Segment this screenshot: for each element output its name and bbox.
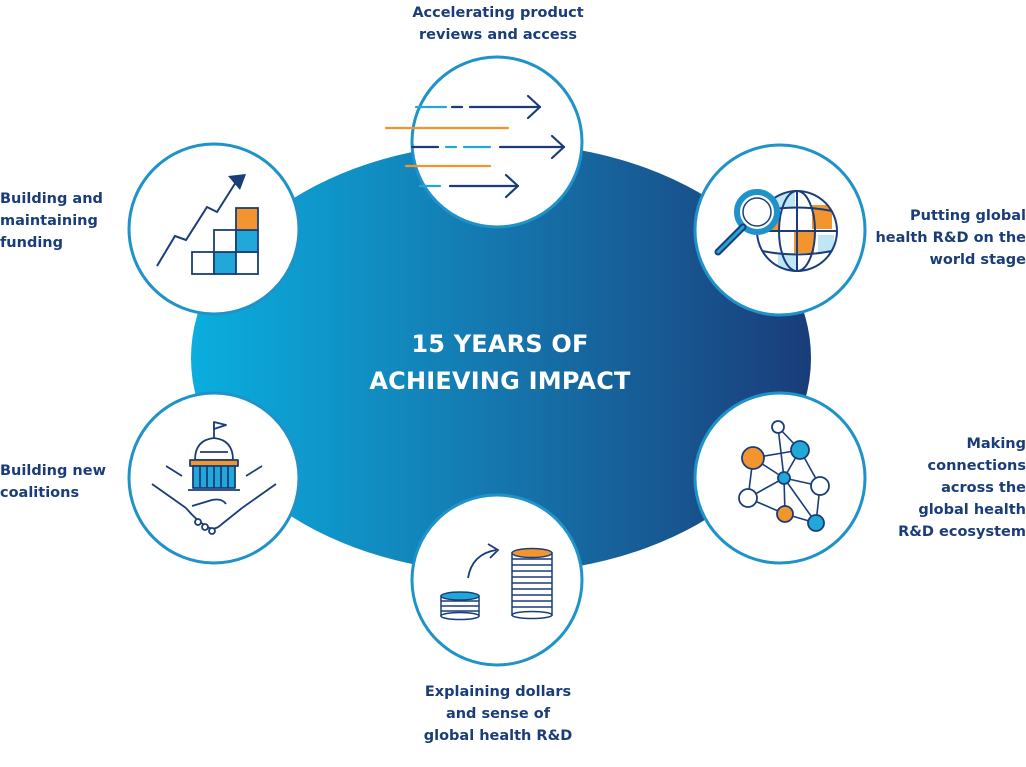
center-oval <box>191 143 811 573</box>
center-title-line1: 15 YEARS OF <box>411 330 589 358</box>
globe-magnifier-icon <box>714 189 838 272</box>
fast-arrows-icon <box>384 94 566 199</box>
label-explaining-dollars: Explaining dollars and sense of global h… <box>423 684 573 744</box>
coin-stacks-icon <box>440 543 553 621</box>
label-world-stage: Putting global health R&D on the world s… <box>875 208 1026 268</box>
rising-bar-chart-icon <box>156 174 259 275</box>
label-making-connections: Making connections across the global hea… <box>898 436 1026 540</box>
node-circle-bottom <box>410 493 584 667</box>
label-accelerating-reviews: Accelerating product reviews and access <box>412 5 584 43</box>
node-circle-top <box>410 55 584 229</box>
label-building-coalitions: Building new coalitions <box>0 463 106 501</box>
center-title: 15 YEARS OF ACHIEVING IMPACT <box>300 326 700 400</box>
network-nodes-icon <box>738 420 830 532</box>
node-circle-left1 <box>127 142 301 316</box>
center-title-line2: ACHIEVING IMPACT <box>369 367 631 395</box>
label-building-funding: Building and maintaining funding <box>0 191 103 251</box>
capitol-handshake-icon <box>151 421 277 535</box>
